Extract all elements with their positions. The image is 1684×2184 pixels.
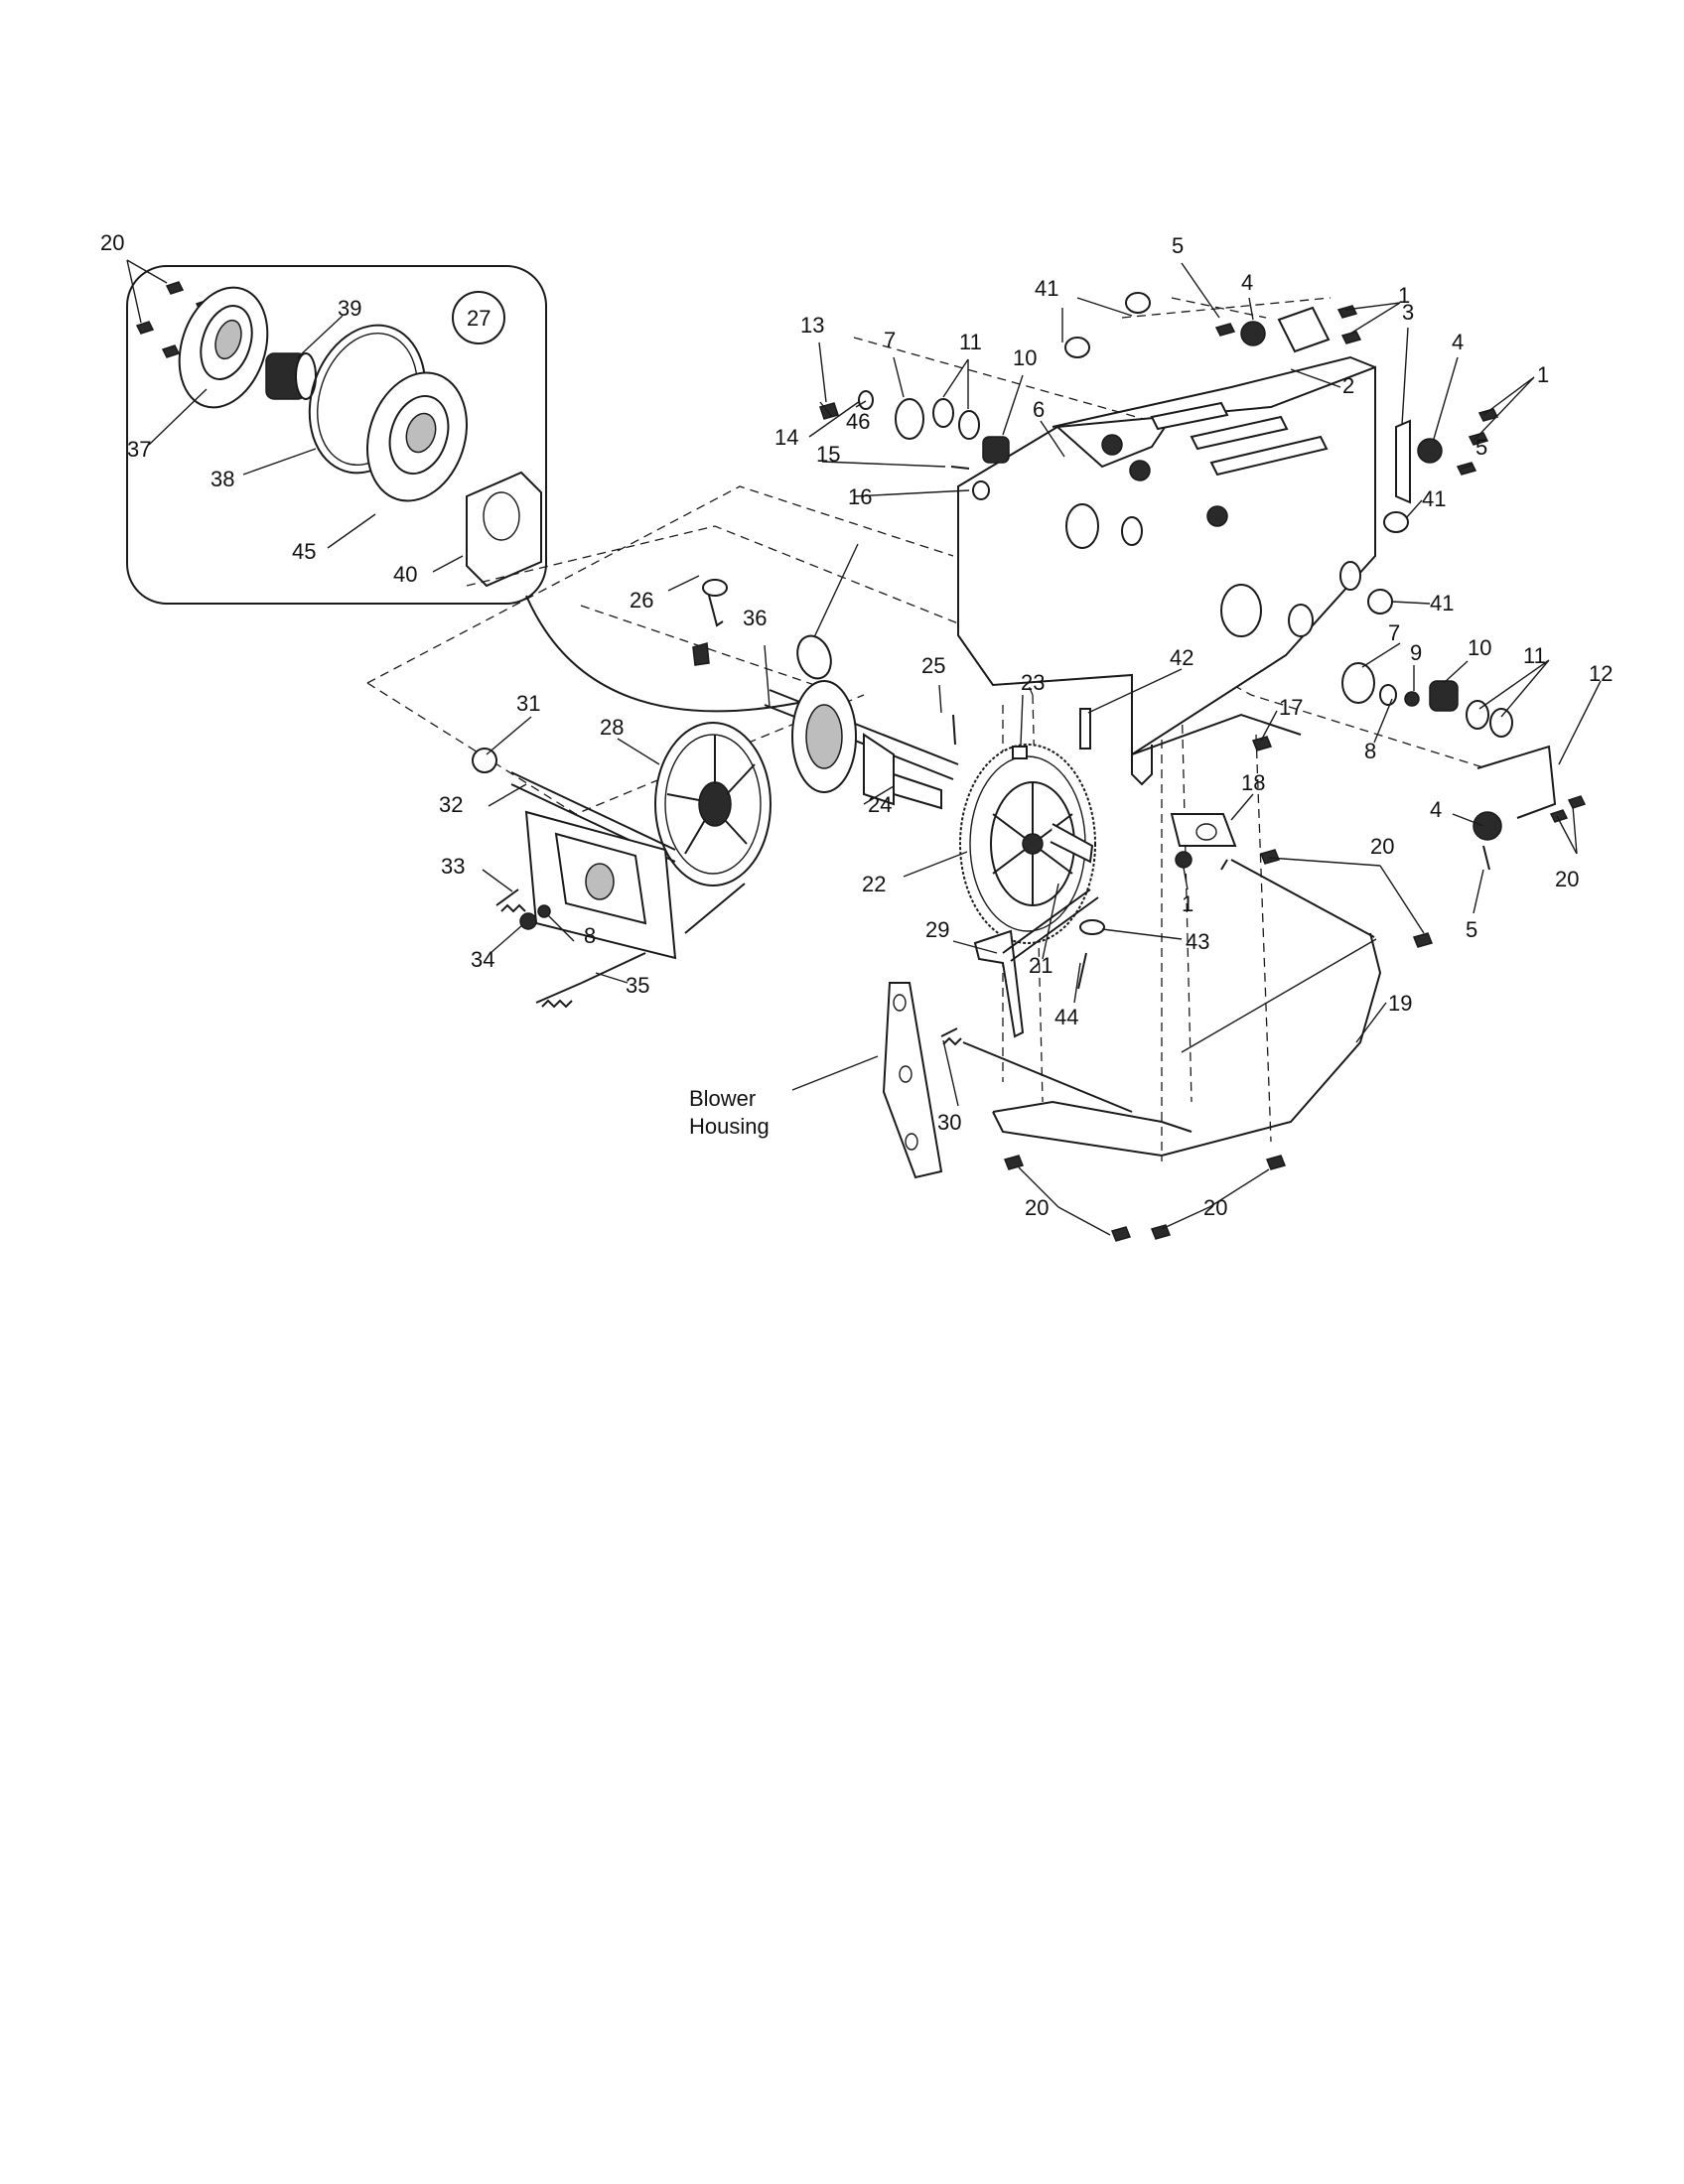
callout-41: 41 — [1422, 486, 1446, 511]
callout-17: 17 — [1279, 695, 1303, 720]
callout-25: 25 — [921, 653, 945, 678]
callout-31: 31 — [516, 691, 540, 716]
callout-41: 41 — [1430, 591, 1454, 615]
callout-39: 39 — [338, 296, 361, 321]
callout-44: 44 — [1054, 1005, 1078, 1029]
callout-34: 34 — [471, 947, 494, 972]
frame-6 — [957, 355, 1376, 786]
callout-36: 36 — [743, 606, 767, 630]
bottom-bolts — [1003, 736, 1434, 1242]
callout-labels: 20 39 27 37 38 45 40 13 7 11 10 41 5 4 1… — [100, 230, 1613, 1220]
callout-30: 30 — [937, 1110, 961, 1135]
cover-40 — [466, 471, 542, 588]
callout-1: 1 — [1398, 283, 1410, 308]
callout-29: 29 — [925, 917, 949, 942]
callout-35: 35 — [626, 973, 649, 998]
callout-11: 11 — [1523, 643, 1546, 668]
callout-43: 43 — [1186, 929, 1209, 954]
callout-33: 33 — [441, 854, 465, 879]
blower-housing-label: Blower Housing — [689, 1086, 770, 1139]
callout-24: 24 — [868, 792, 892, 817]
callout-4: 4 — [1430, 797, 1442, 822]
callout-20: 20 — [100, 230, 124, 255]
callout-20: 20 — [1370, 834, 1394, 859]
bottom-cover-19 — [992, 932, 1382, 1158]
callout-20: 20 — [1555, 867, 1579, 891]
blower-housing-line2: Housing — [689, 1114, 770, 1139]
callout-20: 20 — [1203, 1195, 1227, 1220]
callout-42: 42 — [1170, 645, 1193, 670]
callout-5: 5 — [1172, 233, 1184, 258]
callout-8: 8 — [584, 923, 596, 948]
callout-13: 13 — [800, 313, 824, 338]
callout-8: 8 — [1364, 739, 1376, 763]
callout-1: 1 — [1182, 891, 1193, 916]
callout-45: 45 — [292, 539, 316, 564]
plate-45 — [366, 371, 468, 502]
callout-14: 14 — [774, 425, 798, 450]
left-top-hardware — [819, 390, 1010, 500]
shift-lever-29 — [973, 813, 1375, 1038]
inset-detail-27 — [126, 259, 835, 713]
callout-27: 27 — [467, 306, 491, 331]
callout-18: 18 — [1241, 770, 1265, 795]
bearing-39 — [265, 352, 317, 400]
callout-4: 4 — [1452, 330, 1464, 354]
callout-10: 10 — [1013, 345, 1037, 370]
gear-22 — [959, 708, 1096, 944]
blower-housing-plate — [882, 982, 1133, 1179]
callout-1: 1 — [1537, 362, 1549, 387]
callout-5: 5 — [1466, 917, 1477, 942]
callout-19: 19 — [1388, 991, 1412, 1016]
callout-9: 9 — [1410, 640, 1422, 665]
callout-10: 10 — [1468, 635, 1491, 660]
flange-37 — [178, 286, 269, 409]
callout-28: 28 — [600, 715, 624, 740]
axle-assembly-24 — [692, 579, 959, 810]
callout-15: 15 — [816, 442, 840, 467]
callout-4: 4 — [1241, 270, 1253, 295]
callout-40: 40 — [393, 562, 417, 587]
callout-3: 3 — [1402, 300, 1414, 325]
circle-27 — [452, 291, 505, 344]
leader-lines — [482, 262, 1602, 1236]
callout-41: 41 — [1035, 276, 1058, 301]
pulley-28 — [654, 722, 772, 887]
callout-20: 20 — [1025, 1195, 1049, 1220]
callout-26: 26 — [630, 588, 653, 613]
callout-11: 11 — [959, 330, 982, 354]
callout-5: 5 — [1475, 435, 1487, 460]
callout-46: 46 — [846, 409, 870, 434]
callout-23: 23 — [1021, 670, 1045, 695]
callout-32: 32 — [439, 792, 463, 817]
blower-housing-line1: Blower — [689, 1086, 756, 1111]
right-side-hardware — [1341, 662, 1587, 871]
callout-22: 22 — [862, 872, 886, 896]
callout-6: 6 — [1033, 397, 1045, 422]
callout-21: 21 — [1029, 953, 1052, 978]
callout-12: 12 — [1589, 661, 1613, 686]
callout-7: 7 — [1388, 620, 1400, 645]
callout-2: 2 — [1342, 373, 1354, 398]
callout-16: 16 — [848, 484, 872, 509]
friction-plate-32 — [472, 748, 746, 1009]
callout-37: 37 — [127, 437, 151, 462]
callout-38: 38 — [210, 467, 234, 491]
callout-7: 7 — [884, 328, 896, 352]
